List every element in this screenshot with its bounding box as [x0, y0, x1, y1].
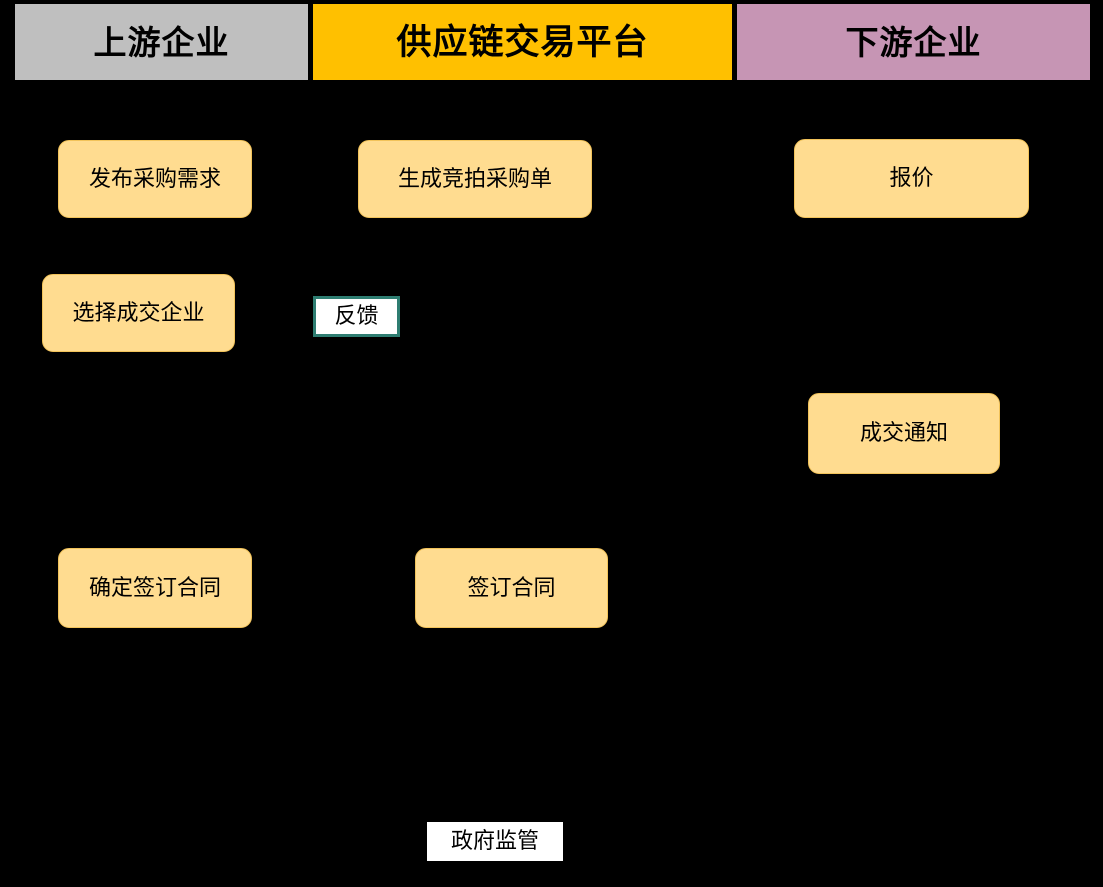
node-feedback[interactable]: 反馈 — [313, 296, 400, 337]
node-purchase-demand[interactable]: 发布采购需求 — [58, 140, 252, 218]
lane-header-downstream: 下游企业 — [737, 4, 1090, 80]
node-deal-notice[interactable]: 成交通知 — [808, 393, 1000, 474]
node-quote[interactable]: 报价 — [794, 139, 1029, 218]
lane-header-upstream: 上游企业 — [15, 4, 308, 80]
node-confirm-sign-contract[interactable]: 确定签订合同 — [58, 548, 252, 628]
lane-header-platform: 供应链交易平台 — [313, 4, 732, 80]
node-government-supervision[interactable]: 政府监管 — [427, 822, 563, 861]
node-select-winning-enterprise[interactable]: 选择成交企业 — [42, 274, 235, 352]
node-sign-contract[interactable]: 签订合同 — [415, 548, 608, 628]
node-generate-auction-order[interactable]: 生成竞拍采购单 — [358, 140, 592, 218]
